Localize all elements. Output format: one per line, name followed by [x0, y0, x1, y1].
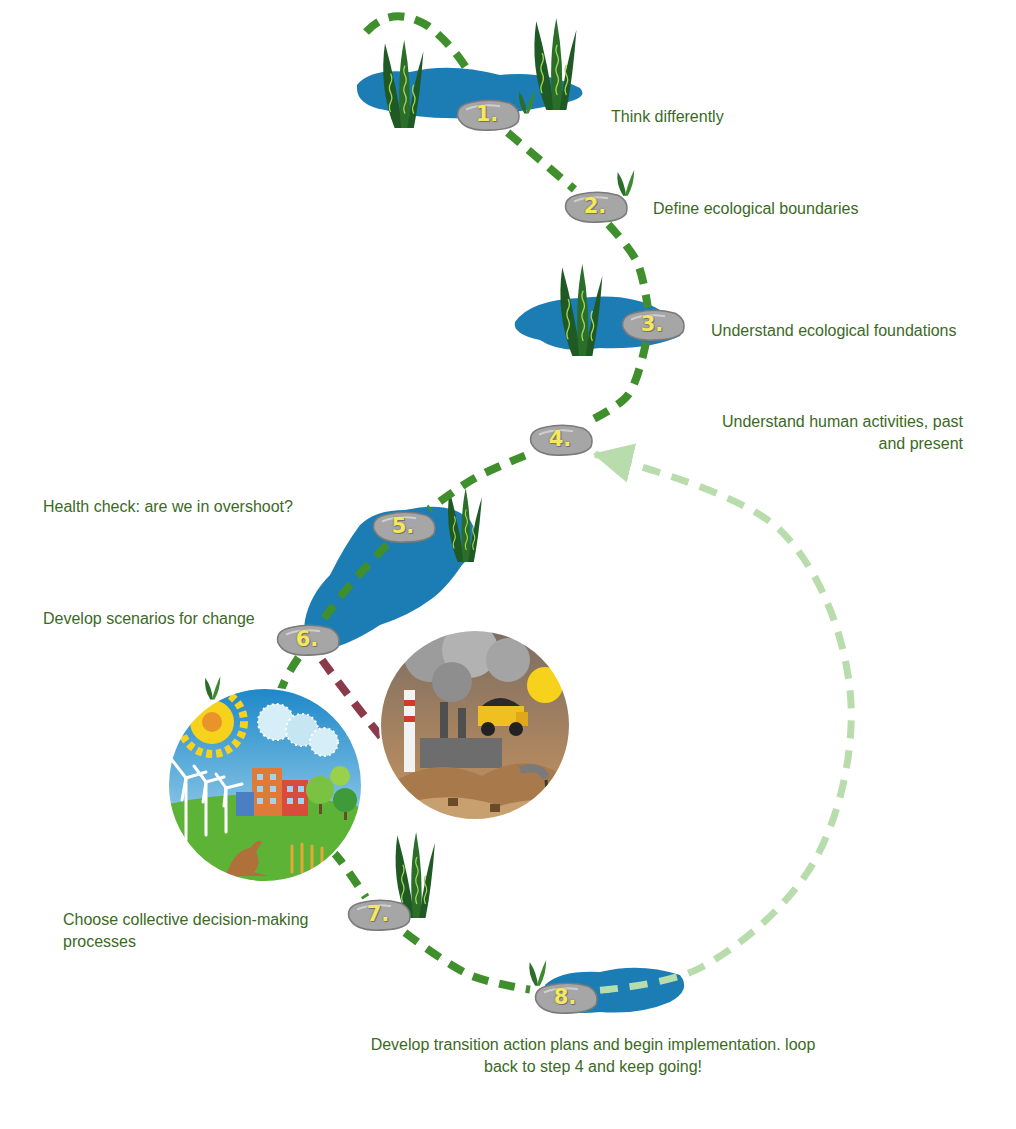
sprout	[519, 90, 534, 113]
stepping-stone: 4.Understand human activities, past and …	[525, 422, 595, 457]
illustration-part	[182, 778, 186, 800]
illustration-part	[298, 798, 304, 804]
illustration-part	[226, 784, 242, 788]
illustration-part	[282, 780, 308, 816]
sustainable-scenario	[165, 685, 365, 890]
illustration-part	[527, 667, 563, 703]
step-label: Health check: are we in overshoot?	[43, 496, 293, 518]
illustration-part	[482, 698, 520, 706]
reeds	[560, 264, 602, 356]
illustration-part	[481, 722, 495, 736]
path-connector	[587, 343, 646, 423]
dashed-arc	[366, 16, 470, 74]
illustration-part	[180, 690, 244, 754]
illustration-part	[202, 712, 222, 732]
step-label: Develop scenarios for change	[43, 608, 255, 630]
illustration-part	[216, 774, 226, 788]
illustration-part	[432, 662, 472, 702]
path-connector	[321, 545, 387, 623]
step-label: Define ecological boundaries	[653, 198, 858, 220]
fossil-scenario	[378, 622, 574, 830]
sprout	[529, 960, 546, 986]
step-number: 6.	[272, 622, 342, 652]
illustration-part	[236, 792, 254, 816]
illustration-part	[257, 774, 263, 780]
illustration-part	[380, 797, 572, 830]
illustration-part	[172, 760, 242, 840]
illustration-part	[486, 638, 530, 682]
illustration-part	[270, 774, 276, 780]
path-connector	[608, 225, 647, 308]
illustration-part	[172, 760, 186, 778]
illustration-part	[301, 844, 304, 872]
illustration-part	[252, 768, 282, 816]
illustration-part	[306, 776, 334, 804]
stepping-stone: 2.Define ecological boundaries	[560, 189, 630, 224]
illustration-part	[291, 846, 294, 872]
illustration-part	[448, 798, 458, 806]
path-connector	[405, 933, 530, 990]
illustration-part	[490, 804, 500, 812]
illustration-part	[404, 716, 415, 722]
stepping-stone: 1.Think differently	[452, 97, 522, 132]
reeds	[534, 18, 576, 110]
illustration-part	[257, 798, 263, 804]
illustration-part	[203, 782, 206, 802]
step-label: Understand ecological foundations	[711, 320, 957, 342]
sprout	[617, 170, 634, 196]
illustration-part	[509, 722, 523, 736]
illustration-part	[270, 786, 276, 792]
illustration-part	[310, 728, 338, 756]
path-connector	[429, 456, 525, 510]
illustration-part	[225, 788, 228, 832]
stepping-stone: 6.Develop scenarios for change	[272, 622, 342, 657]
step-number: 2.	[560, 189, 630, 219]
step-number: 5.	[368, 509, 438, 539]
illustration-part	[311, 846, 314, 872]
reeds	[383, 40, 423, 128]
illustration-part	[520, 768, 546, 778]
illustration-part	[420, 738, 502, 768]
illustration-part	[298, 786, 304, 792]
illustration-part	[380, 630, 570, 820]
illustration-part	[287, 786, 293, 792]
illustration-part	[270, 798, 276, 804]
sprout	[205, 676, 220, 699]
step-label: Understand human activities, past and pr…	[693, 411, 963, 455]
step-label: Choose collective decision-making proces…	[63, 909, 333, 953]
stepping-stone: 7.Choose collective decision-making proc…	[343, 897, 413, 932]
illustration-part	[224, 788, 226, 806]
stepping-stone: 5.Health check: are we in overshoot?	[368, 509, 438, 544]
step-number: 7.	[343, 897, 413, 927]
path-connector	[508, 133, 575, 190]
illustration-part	[257, 786, 263, 792]
loop-back-arrow	[595, 454, 851, 990]
illustration-part	[214, 841, 268, 884]
illustration-part	[194, 766, 206, 782]
stepping-stone: 8.Develop transition action plans and be…	[530, 980, 600, 1015]
illustration-part	[330, 766, 350, 786]
stepping-stone: 3.Understand ecological foundations	[617, 307, 687, 342]
step-number: 3.	[617, 307, 687, 337]
step-number: 4.	[525, 422, 595, 452]
step-label: Think differently	[611, 106, 724, 128]
illustration-part	[287, 798, 293, 804]
step-number: 1.	[452, 97, 522, 127]
illustration-part	[321, 848, 324, 872]
step-number: 8.	[530, 980, 600, 1010]
illustration-part	[333, 788, 357, 812]
step-label: Develop transition action plans and begi…	[363, 1034, 823, 1078]
reeds	[448, 488, 482, 562]
illustration-part	[257, 774, 304, 804]
illustration-part	[168, 688, 362, 882]
illustration-part	[404, 690, 415, 772]
illustration-part	[292, 844, 322, 872]
illustration-part	[190, 700, 234, 744]
illustration-part	[404, 700, 415, 706]
